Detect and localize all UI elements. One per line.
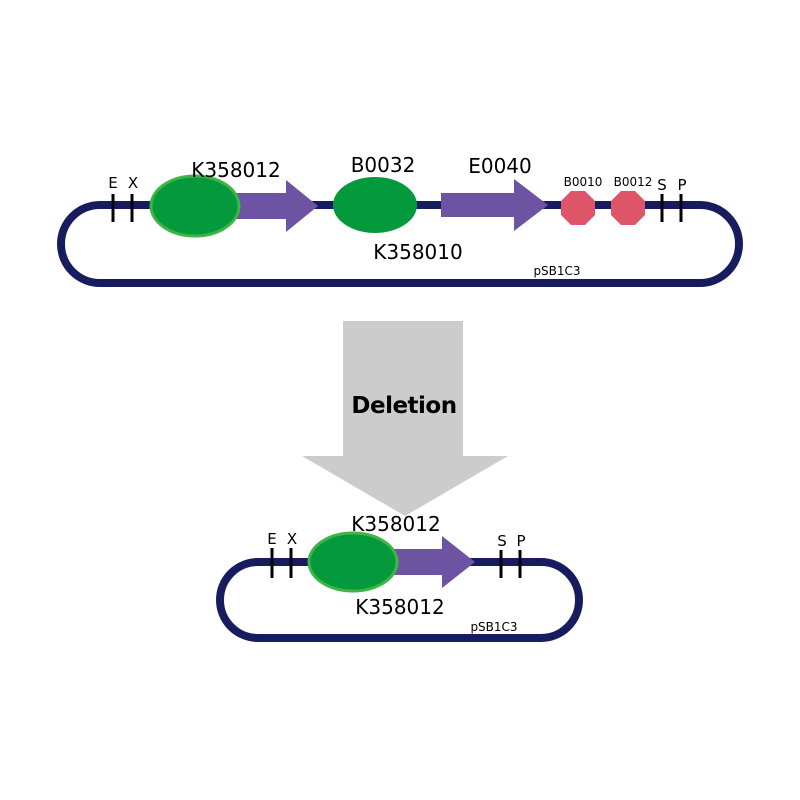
cds-arrow-1 <box>228 180 318 232</box>
bottom-construct: E X K358012 S P K358012 pSB1C3 <box>216 512 583 642</box>
bottom-backbone <box>216 558 583 642</box>
composite-label-k358010: K358010 <box>373 240 462 264</box>
composite-label-k358012: K358012 <box>355 595 444 619</box>
site-label-s: S <box>497 532 507 550</box>
site-label-x: X <box>287 530 297 548</box>
deletion-arrow <box>302 321 508 516</box>
rbs-oval-2 <box>333 177 417 233</box>
deletion-transition: Deletion <box>302 321 508 516</box>
cds-arrow-2 <box>441 179 548 231</box>
site-label-p: P <box>516 532 525 550</box>
backbone-label-bottom: pSB1C3 <box>470 620 517 634</box>
site-label-e: E <box>267 530 276 548</box>
deletion-label: Deletion <box>351 393 456 419</box>
part-label-e0040: E0040 <box>468 154 532 178</box>
site-label-e: E <box>108 174 117 192</box>
part-label-b0010: B0010 <box>564 175 603 189</box>
rbs-oval <box>307 531 399 593</box>
terminator-octagon-2 <box>611 191 645 225</box>
part-label-k358012: K358012 <box>191 158 280 182</box>
cds-arrow <box>390 536 475 588</box>
site-label-s: S <box>657 176 667 194</box>
top-construct: E X K358012 B0032 E0040 B0010 B0012 S P … <box>57 153 743 287</box>
part-label-k358012: K358012 <box>351 512 440 536</box>
top-backbone <box>57 201 743 287</box>
terminator-octagon-1 <box>561 191 595 225</box>
rbs-oval-1 <box>149 174 241 238</box>
backbone-label-top: pSB1C3 <box>533 264 580 278</box>
part-label-b0012: B0012 <box>614 175 653 189</box>
part-label-b0032: B0032 <box>351 153 416 177</box>
site-label-x: X <box>128 174 138 192</box>
site-label-p: P <box>677 176 686 194</box>
